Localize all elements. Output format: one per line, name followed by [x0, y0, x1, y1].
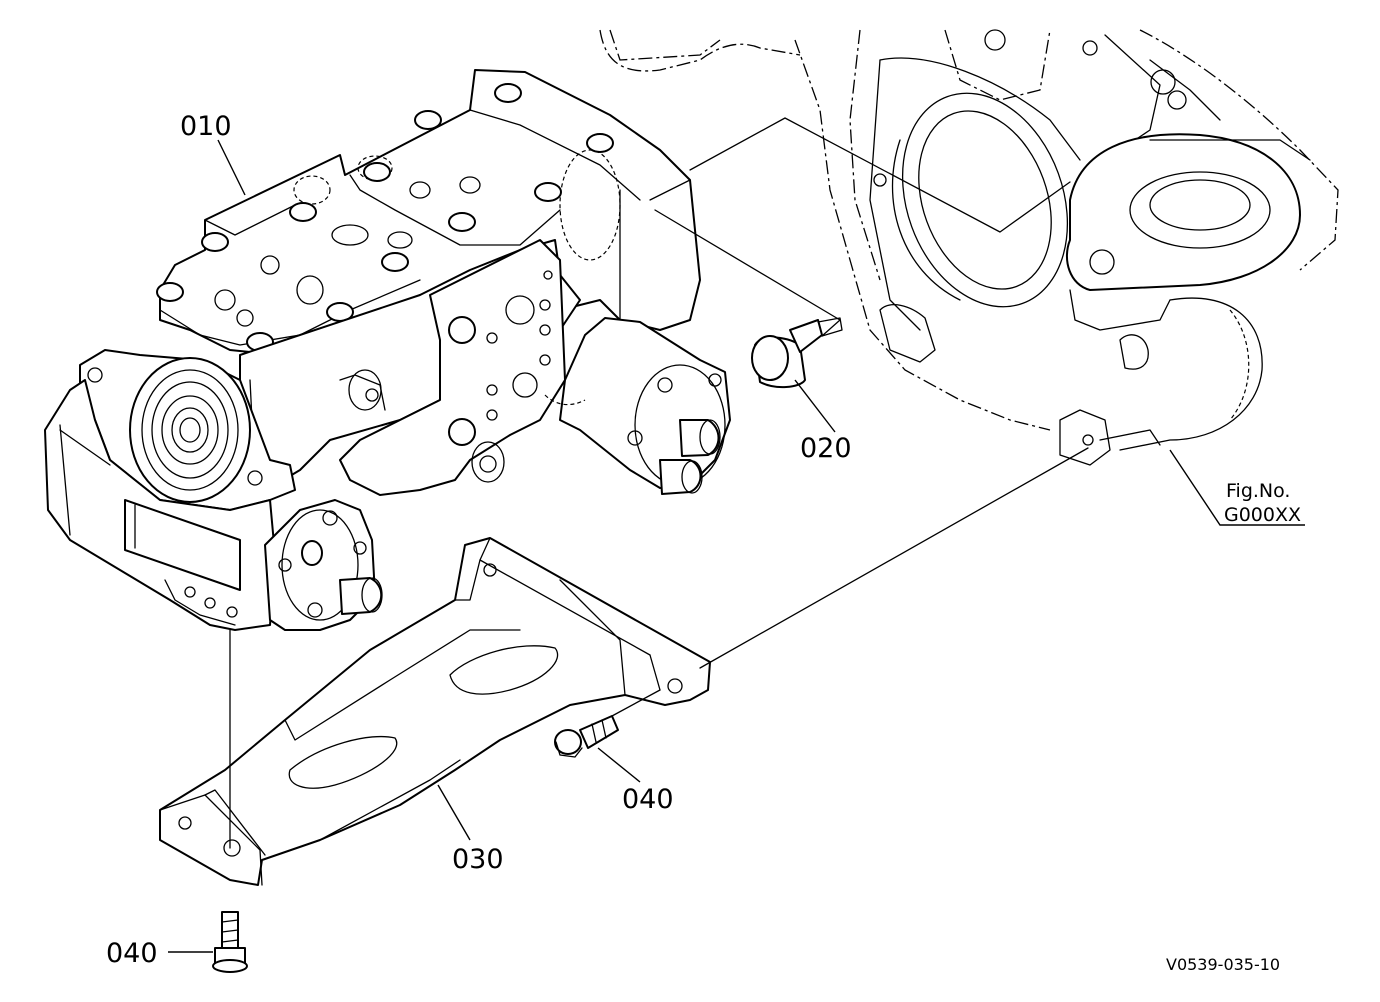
- drawing-code: V0539-035-10: [1166, 955, 1280, 974]
- figure-ref-number: G000XX: [1224, 504, 1301, 526]
- leader-lines: [168, 139, 1305, 953]
- figure-ref-label: Fig.No.: [1226, 480, 1290, 502]
- callout-040-lower: 040: [106, 938, 158, 969]
- assembly-lines: [229, 117, 1089, 849]
- callout-040-upper: 040: [622, 784, 674, 815]
- bolt-heads: [156, 83, 614, 352]
- plug-fitting: [751, 317, 843, 388]
- callout-010: 010: [180, 111, 232, 142]
- transmission-housing-phantom: [599, 29, 1339, 466]
- support-bracket: [159, 537, 711, 886]
- callout-020: 020: [800, 433, 852, 464]
- flange-bolt-lower: [212, 911, 248, 973]
- callout-030: 030: [452, 844, 504, 875]
- hydraulic-pump-assembly: [44, 69, 731, 631]
- flange-bolt-upper: [554, 715, 619, 758]
